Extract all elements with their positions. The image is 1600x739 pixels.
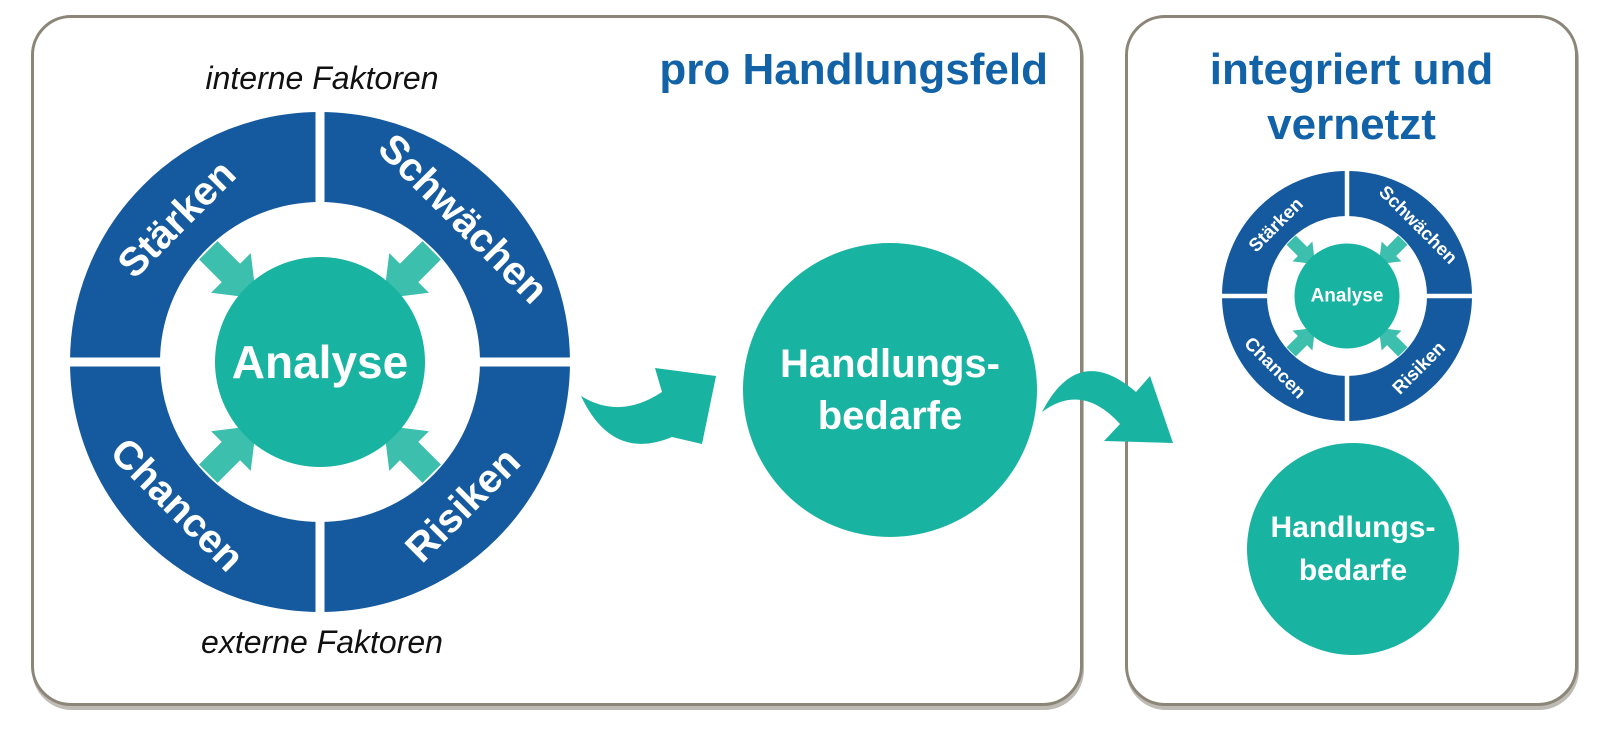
curved-arrow-path [1042, 371, 1173, 443]
externe-faktoren-label: externe Faktoren [201, 624, 443, 660]
curved-arrow-path [581, 368, 716, 444]
handlungsbedarfe-circle-large: Handlungs- bedarfe [743, 243, 1037, 537]
inward-arrow-icon [1286, 235, 1316, 265]
handlungsbedarfe-line1: Handlungs- [1270, 511, 1436, 544]
handlungsbedarfe-line1: Handlungs- [780, 342, 1000, 386]
swot-ring-large: Stärken Schwächen Chancen Risiken Analys… [60, 102, 580, 622]
curved-arrow-icon-1 [581, 368, 716, 444]
right-panel-title-line1: integriert und [1209, 45, 1494, 94]
inward-arrows [199, 241, 441, 483]
handlungsbedarfe-circle-small: Handlungs- bedarfe [1247, 443, 1459, 655]
swot-ring-small: Stärken Schwächen Chancen Risiken Analys… [1217, 166, 1477, 426]
inward-arrow-icon [1378, 327, 1408, 357]
inward-arrows [1286, 235, 1408, 357]
inward-arrow-icon [199, 241, 257, 299]
inward-arrow-icon [199, 425, 257, 483]
ring-center-label: Analyse [232, 336, 408, 388]
inward-arrow-icon [383, 241, 441, 299]
analyse-center-circle [215, 257, 425, 467]
handlungsbedarfe-line2: bedarfe [817, 394, 963, 438]
right-panel-title-line2: vernetzt [1267, 100, 1436, 149]
right-panel-title: integriert und vernetzt [1125, 42, 1578, 152]
inward-arrow-icon [1286, 327, 1316, 357]
interne-faktoren-label: interne Faktoren [205, 60, 439, 96]
analyse-center-circle [1294, 243, 1400, 349]
inward-arrow-icon [1378, 235, 1408, 265]
left-panel-title: pro Handlungsfeld [659, 45, 1048, 94]
inward-arrow-icon [383, 425, 441, 483]
ring-center-label: Analyse [1311, 286, 1384, 307]
handlungsbedarfe-line2: bedarfe [1298, 554, 1408, 587]
curved-arrow-icon-2 [1042, 371, 1173, 443]
